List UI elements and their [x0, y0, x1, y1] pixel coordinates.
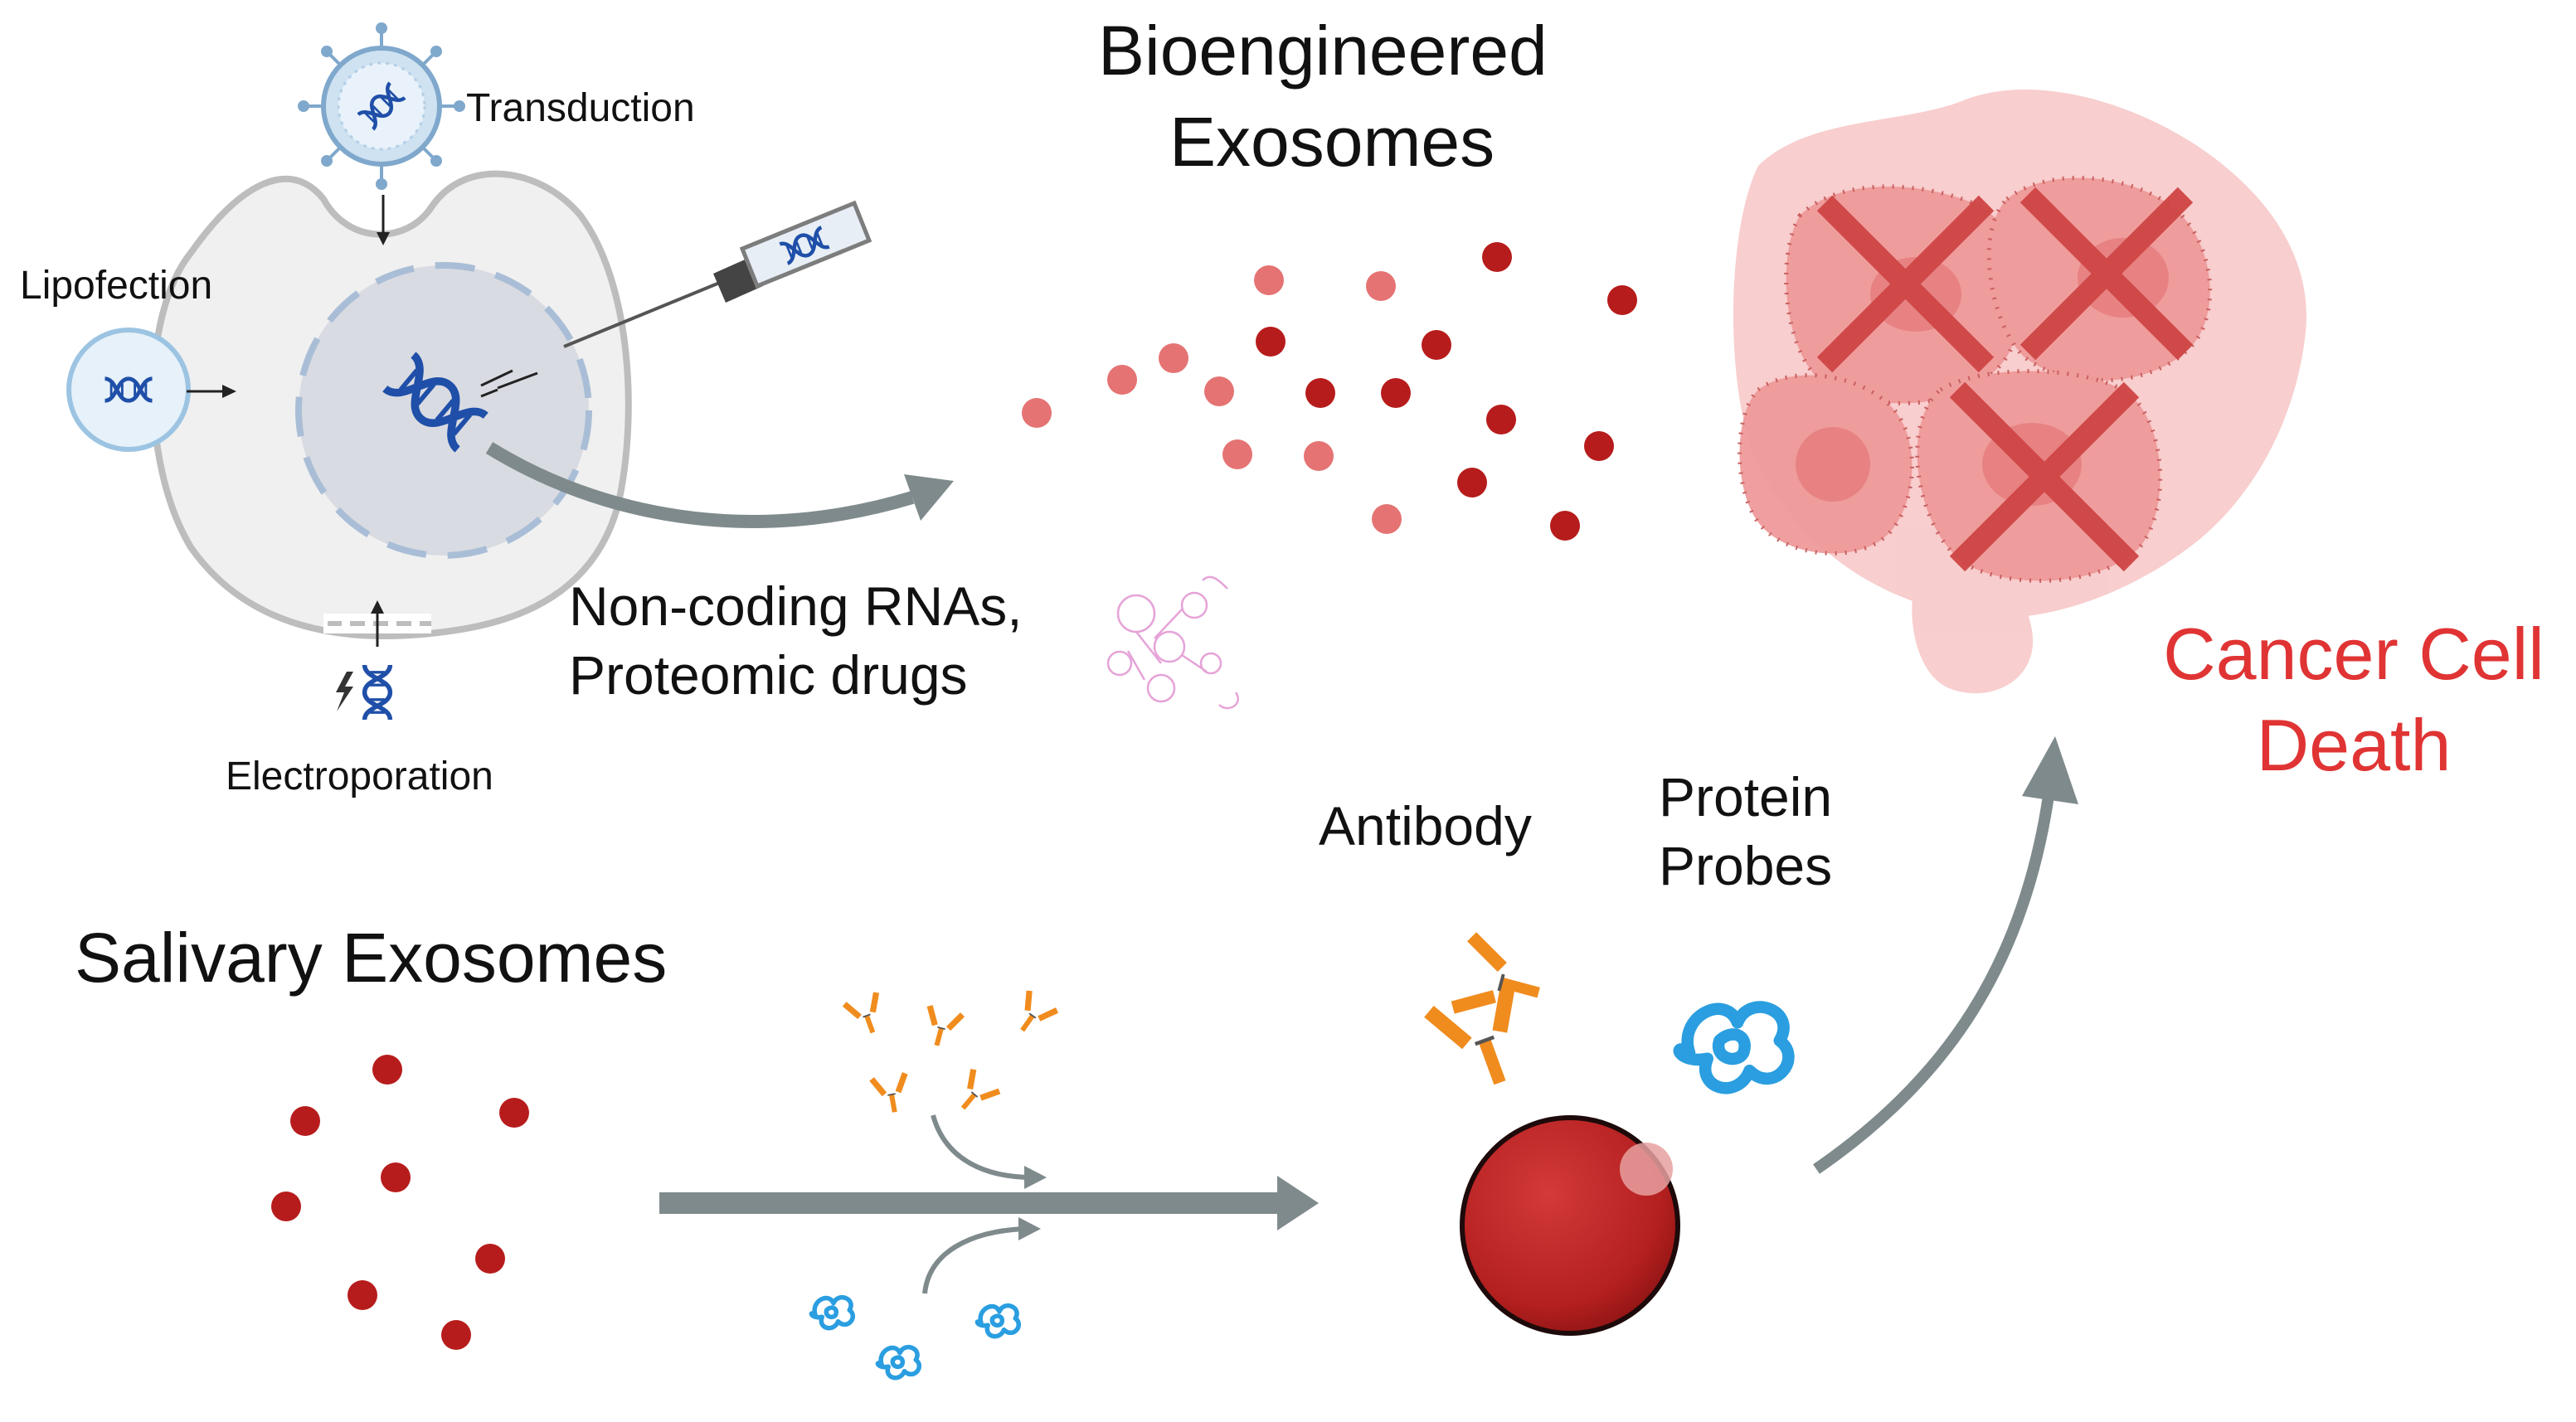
label-cancer-1: Cancer Cell [2163, 613, 2544, 695]
antibody-group [840, 987, 1062, 1122]
label-electroporation: Electroporation [226, 755, 493, 798]
label-lipofection: Lipofection [20, 264, 213, 308]
label-antibody: Antibody [1319, 795, 1532, 857]
label-transduction: Transduction [466, 86, 695, 130]
label-ncrna-1: Non-coding RNAs, [569, 575, 1023, 637]
probe-group [811, 1298, 1018, 1378]
label-bioengineered-2: Exosomes [1169, 103, 1495, 181]
virus-icon [298, 22, 465, 245]
cancer-cell-cluster [1733, 90, 2306, 694]
rna-structure-icon [1106, 575, 1239, 710]
host-cell [150, 170, 632, 639]
label-ncrna-2: Proteomic drugs [569, 644, 968, 706]
label-bioengineered-1: Bioengineered [1098, 12, 1548, 90]
functionalized-exosome [1422, 929, 1788, 1336]
bioengineered-exosomes [1022, 242, 1637, 541]
lipofection-vesicle [66, 328, 236, 452]
arrow-to-exosomes [485, 442, 915, 528]
label-probes-2: Probes [1659, 835, 1833, 896]
label-salivary: Salivary Exosomes [75, 919, 668, 997]
cross-mark-icon [1816, 187, 2194, 572]
injection-needle-icon [497, 200, 872, 390]
electroporation-pore [323, 600, 431, 720]
main-arrow [659, 1114, 1319, 1294]
salivary-exosomes [271, 1055, 529, 1350]
arrow-to-cancer [1813, 794, 2054, 1174]
label-cancer-2: Death [2256, 704, 2452, 786]
label-probes-1: Protein [1659, 766, 1833, 827]
